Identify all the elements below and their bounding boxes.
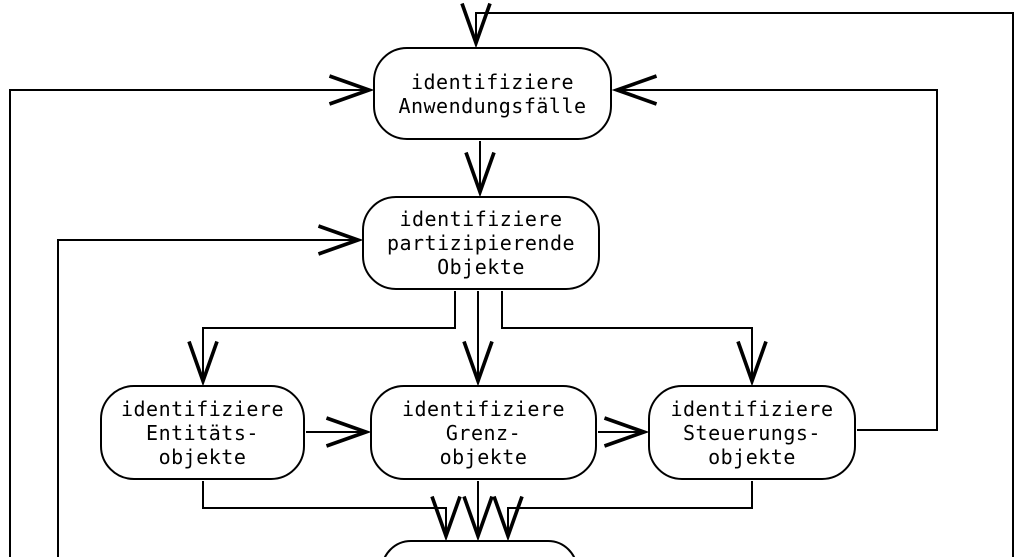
node-identify-use-cases: identifiziere Anwendungsfälle bbox=[373, 47, 612, 140]
node-identify-entity-objects-label: identifiziere Entitäts- objekte bbox=[120, 396, 285, 469]
node-identify-participating-objects: identifiziere partizipierende Objekte bbox=[362, 196, 600, 290]
node-identify-entity-objects: identifiziere Entitäts- objekte bbox=[100, 385, 305, 480]
node-identify-use-cases-label: identifiziere Anwendungsfälle bbox=[398, 69, 587, 118]
node-identify-control-objects-label: identifiziere Steuerungs- objekte bbox=[670, 396, 834, 469]
node-identify-participating-objects-label: identifiziere partizipierende Objekte bbox=[386, 207, 576, 279]
node-identify-boundary-objects: identifiziere Grenz- objekte bbox=[370, 385, 597, 480]
node-bottom-partial bbox=[381, 540, 578, 557]
node-identify-boundary-objects-label: identifiziere Grenz- objekte bbox=[401, 396, 566, 469]
edge-participating-to-control bbox=[501, 291, 768, 387]
edge-feedback-left-to-participating bbox=[57, 224, 364, 557]
edge-entity-to-bottom bbox=[202, 481, 462, 542]
edge-feedback-outer-to-use-cases bbox=[460, 2, 1014, 557]
node-identify-control-objects: identifiziere Steuerungs- objekte bbox=[648, 385, 856, 480]
edge-control-to-use-cases bbox=[611, 74, 938, 431]
edge-participating-to-entity bbox=[187, 291, 456, 387]
edge-control-to-bottom bbox=[492, 481, 753, 542]
edge-feedback-left-to-use-cases bbox=[9, 74, 375, 557]
